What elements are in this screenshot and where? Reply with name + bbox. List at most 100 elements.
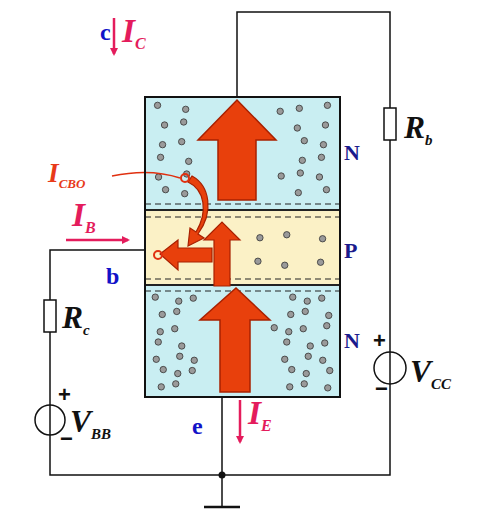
electron-dot	[159, 311, 165, 317]
source-stroke	[389, 352, 391, 384]
resistor-symbol	[44, 300, 56, 332]
electron-dot	[161, 122, 167, 128]
electron-dot	[288, 311, 294, 317]
electron-dot	[295, 189, 301, 195]
electron-dot	[294, 125, 300, 131]
electron-dot	[162, 186, 168, 192]
electron-dot	[302, 308, 308, 314]
electron-dot	[324, 102, 330, 108]
electron-dot	[255, 258, 261, 264]
electron-dot	[153, 356, 159, 362]
terminal-name: e	[192, 414, 203, 438]
transistor-body	[145, 97, 340, 397]
electron-dot	[178, 138, 184, 144]
electron-dot	[190, 295, 196, 301]
electron-dot	[179, 343, 185, 349]
electron-dot	[287, 384, 293, 390]
electron-dot	[319, 236, 325, 242]
electron-dot	[157, 154, 163, 160]
resistor-name: Rc	[62, 302, 90, 338]
ground-symbol	[204, 506, 240, 509]
electron-dot	[152, 294, 158, 300]
electron-dot	[289, 366, 295, 372]
polarity-sign: −	[375, 378, 388, 400]
electron-dot	[301, 381, 307, 387]
semiconductor-region: N	[145, 97, 340, 210]
electron-dot	[180, 119, 186, 125]
source-stroke	[49, 405, 51, 435]
electron-dot	[177, 353, 183, 359]
current-label: IB	[72, 198, 96, 236]
electron-dot	[282, 356, 288, 362]
electron-dot	[271, 325, 277, 331]
source-name: VBB	[70, 406, 111, 442]
resistor-name: Rb	[404, 112, 433, 148]
junction-edge	[145, 216, 340, 217]
electron-dot	[175, 370, 181, 376]
current-arrow	[66, 239, 128, 242]
source-name: VCC	[410, 356, 451, 392]
region-type-label: P	[344, 240, 357, 262]
emitter-fill	[145, 285, 340, 397]
electron-dot	[154, 102, 160, 108]
electron-dot	[318, 154, 324, 160]
current-arrow	[239, 400, 242, 442]
collector-fill	[145, 97, 340, 210]
electron-dot	[296, 105, 302, 111]
electron-dot	[278, 173, 284, 179]
polarity-sign: +	[373, 330, 386, 352]
collector-circuit-wire	[222, 12, 390, 507]
electron-dot	[173, 381, 179, 387]
electron-dot	[300, 326, 306, 332]
region-type-label: N	[344, 142, 360, 164]
recombination-arrow	[160, 240, 212, 270]
electron-dot	[181, 190, 187, 196]
junction-edge	[145, 290, 340, 291]
electron-dot	[320, 141, 326, 147]
hole	[181, 174, 189, 182]
electron-dot	[303, 370, 309, 376]
semiconductor-region: P	[145, 210, 340, 285]
electron-dot	[290, 294, 296, 300]
electron-dot	[182, 106, 188, 112]
electron-dot	[284, 339, 290, 345]
electron-dot	[286, 329, 292, 335]
terminal-name: c	[100, 20, 111, 44]
electron-dot	[307, 343, 313, 349]
electron-dot	[322, 122, 328, 128]
electron-dot	[325, 385, 331, 391]
base-circuit-wire	[50, 250, 222, 475]
electron-dot	[155, 339, 161, 345]
junction-edge	[145, 278, 340, 279]
polarity-sign: +	[58, 384, 71, 406]
junction-dot	[219, 472, 226, 479]
electron-dot	[282, 262, 288, 268]
current-arrow	[113, 18, 116, 54]
electron-dot	[277, 108, 283, 114]
electron-dot	[174, 308, 180, 314]
junction-line	[145, 284, 340, 286]
junction-edge	[145, 203, 340, 204]
electron-dot	[160, 366, 166, 372]
electron-dot	[317, 259, 323, 265]
current-label: IE	[248, 396, 272, 434]
electron-dot	[157, 329, 163, 335]
junction-line	[145, 209, 340, 211]
electron-dot	[320, 357, 326, 363]
electron-dot	[305, 353, 311, 359]
current-label: ICBO	[48, 160, 85, 190]
electron-dot	[172, 326, 178, 332]
current-label: IC	[122, 14, 146, 52]
electron-dot	[322, 340, 328, 346]
electron-dot	[158, 384, 164, 390]
resistor-symbol	[384, 108, 396, 140]
electron-dot	[304, 298, 310, 304]
electron-dot	[155, 174, 161, 180]
icbo-arrow	[188, 176, 208, 246]
electron-dot	[319, 295, 325, 301]
electron-dot	[324, 323, 330, 329]
base-fill	[145, 210, 340, 285]
electron-dot	[301, 137, 307, 143]
electron-dot	[191, 357, 197, 363]
